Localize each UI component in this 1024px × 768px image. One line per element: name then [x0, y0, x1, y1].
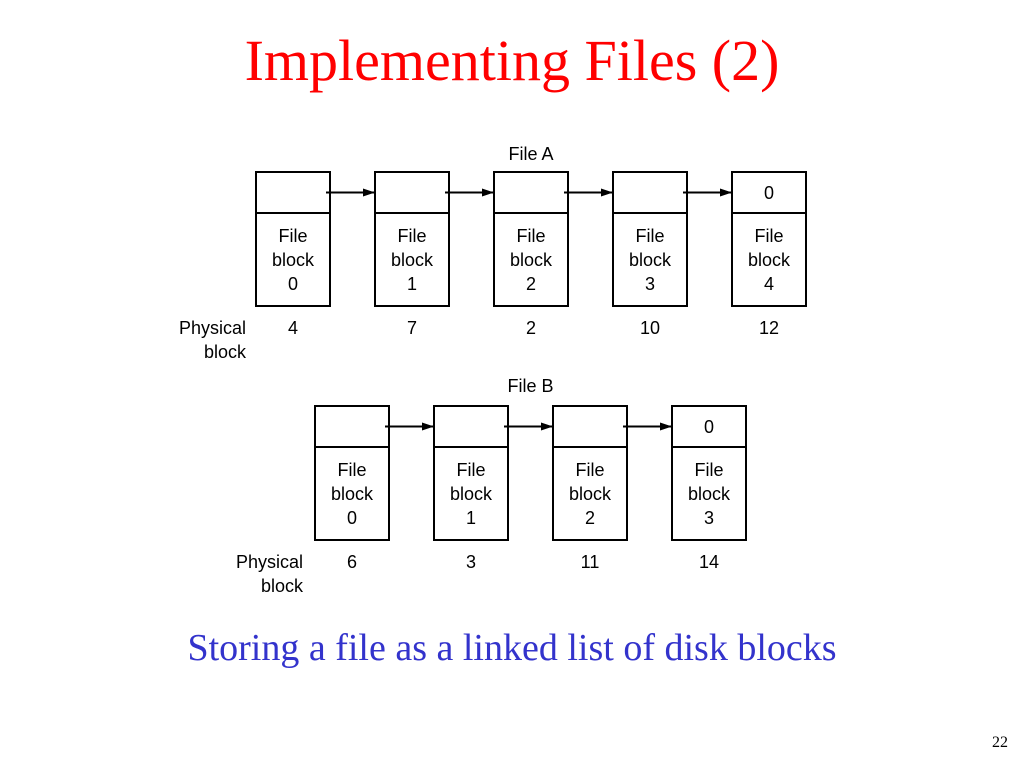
- block-body: [255, 212, 331, 307]
- block-text: block: [688, 484, 731, 504]
- null-pointer-value: 0: [704, 417, 714, 437]
- block-text: File: [397, 226, 426, 246]
- physical-block-label: block: [204, 342, 247, 362]
- file-block: File block 2 11: [552, 405, 672, 572]
- file-block: File block 1 7: [374, 171, 494, 338]
- physical-block-label: Physical: [179, 318, 246, 338]
- pointer-cell: [433, 405, 509, 448]
- file-block: File block 2 2: [493, 171, 613, 338]
- file-chain-1: File B Physical block File block 0 6 File block 1…: [236, 376, 747, 596]
- block-text: block: [510, 250, 553, 270]
- file-chain-0: File A Physical block File block 0 4 File block 1…: [179, 144, 807, 362]
- physical-block-number: 7: [407, 318, 417, 338]
- block-text: 1: [466, 508, 476, 528]
- slide-caption: Storing a file as a linked list of disk …: [187, 627, 837, 669]
- physical-block-number: 11: [581, 552, 600, 572]
- block-text: block: [569, 484, 612, 504]
- block-text: 2: [526, 274, 536, 294]
- block-body: [671, 446, 747, 541]
- physical-block-number: 14: [699, 552, 719, 572]
- block-text: 3: [645, 274, 655, 294]
- block-body: [314, 446, 390, 541]
- physical-block-number: 3: [466, 552, 476, 572]
- pointer-cell: [671, 405, 747, 448]
- pointer-cell: [493, 171, 569, 214]
- block-text: 3: [704, 508, 714, 528]
- page-number: 22: [992, 734, 1008, 751]
- block-text: File: [278, 226, 307, 246]
- pointer-cell: [612, 171, 688, 214]
- block-text: block: [391, 250, 434, 270]
- file-name-label: File A: [508, 144, 553, 164]
- block-text: 2: [585, 508, 595, 528]
- block-text: block: [450, 484, 493, 504]
- block-body: [612, 212, 688, 307]
- block-text: File: [337, 460, 366, 480]
- block-text: block: [272, 250, 315, 270]
- block-text: 1: [407, 274, 417, 294]
- block-text: File: [694, 460, 723, 480]
- block-text: block: [748, 250, 791, 270]
- pointer-cell: [314, 405, 390, 448]
- physical-block-number: 4: [288, 318, 298, 338]
- block-body: [433, 446, 509, 541]
- block-text: File: [575, 460, 604, 480]
- slide-title: Implementing Files (2): [244, 28, 780, 93]
- block-body: [493, 212, 569, 307]
- block-body: [374, 212, 450, 307]
- file-block: File block 0 4: [255, 171, 375, 338]
- null-pointer-value: 0: [764, 183, 774, 203]
- pointer-cell: [255, 171, 331, 214]
- block-text: block: [629, 250, 672, 270]
- block-body: [731, 212, 807, 307]
- pointer-cell: [374, 171, 450, 214]
- physical-block-number: 10: [640, 318, 660, 338]
- file-block: File block 1 3: [433, 405, 553, 572]
- file-name-label: File B: [507, 376, 553, 396]
- block-text: File: [635, 226, 664, 246]
- block-text: File: [516, 226, 545, 246]
- block-text: File: [456, 460, 485, 480]
- physical-block-label: block: [261, 576, 304, 596]
- block-text: File: [754, 226, 783, 246]
- physical-block-number: 6: [347, 552, 357, 572]
- pointer-cell: [552, 405, 628, 448]
- physical-block-number: 12: [759, 318, 779, 338]
- block-text: 4: [764, 274, 774, 294]
- block-text: 0: [347, 508, 357, 528]
- block-text: 0: [288, 274, 298, 294]
- file-block: File block 0 6: [314, 405, 434, 572]
- file-block: File block 3 10: [612, 171, 732, 338]
- physical-block-number: 2: [526, 318, 536, 338]
- block-body: [552, 446, 628, 541]
- block-text: block: [331, 484, 374, 504]
- physical-block-label: Physical: [236, 552, 303, 572]
